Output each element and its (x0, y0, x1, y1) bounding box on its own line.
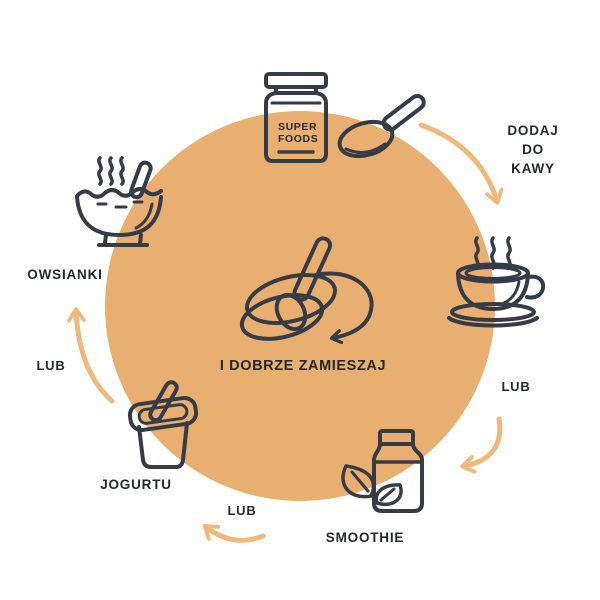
yogurt-cup-icon (127, 380, 199, 469)
arrow-coffee-to-smoothie (460, 416, 503, 474)
arrow-yogurt-to-oatmeal (67, 307, 115, 404)
superfoods-jar-icon (264, 72, 328, 163)
label-dodaj-do-kawy: DODAJ DO KAWY (507, 123, 559, 176)
label-owsianki: OWSIANKI (27, 267, 103, 282)
oatmeal-bowl-icon (75, 156, 163, 247)
label-jogurtu: JOGURTU (100, 477, 172, 492)
spoon-icon (337, 93, 426, 159)
center-caption: I DOBRZE ZAMIESZAJ (219, 358, 387, 374)
coffee-cup-icon (447, 236, 546, 328)
label-lub-right: LUB (501, 379, 531, 394)
jar-label: SUPER FOODS (278, 121, 319, 145)
arrow-smoothie-to-yogurt (202, 523, 266, 543)
stir-bowl-icon (239, 236, 374, 345)
background-circle (105, 111, 495, 501)
arrow-jar-to-coffee (418, 122, 504, 205)
smoothie-bottle-icon (341, 429, 424, 513)
label-smoothie: SMOOTHIE (325, 530, 405, 545)
label-lub-left: LUB (36, 358, 66, 373)
label-lub-bottom: LUB (227, 503, 257, 518)
